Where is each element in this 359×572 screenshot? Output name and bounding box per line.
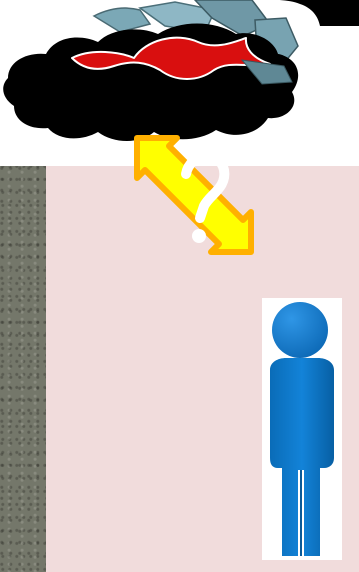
question-mark-icon (172, 140, 236, 250)
person-icon (262, 298, 342, 560)
